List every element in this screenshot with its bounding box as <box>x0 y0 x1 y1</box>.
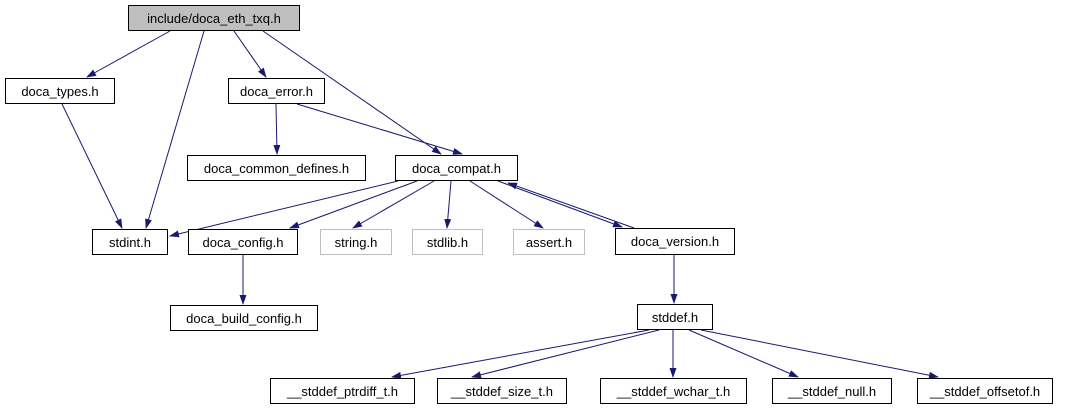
graph-node-stddef_wchar[interactable]: __stddef_wchar_t.h <box>600 378 747 404</box>
edge-doca_eth_txq-to-doca_error <box>233 30 267 78</box>
graph-node-stdint[interactable]: stdint.h <box>92 229 168 255</box>
graph-node-stddef_ptrdiff[interactable]: __stddef_ptrdiff_t.h <box>270 378 415 404</box>
graph-node-stddef_null[interactable]: __stddef_null.h <box>772 378 892 404</box>
graph-node-doca_config[interactable]: doca_config.h <box>188 229 298 255</box>
graph-node-doca_version[interactable]: doca_version.h <box>615 228 735 255</box>
edge-doca_compat-to-doca_config <box>289 180 418 229</box>
graph-node-assert: assert.h <box>513 229 585 255</box>
edge-stddef-to-stddef_offsetof <box>700 329 939 379</box>
graph-node-doca_error[interactable]: doca_error.h <box>228 78 325 104</box>
graph-node-stddef_offsetof[interactable]: __stddef_offsetof.h <box>917 378 1053 404</box>
edge-doca_compat-to-stdint <box>169 180 399 238</box>
edge-doca_error-to-doca_compat <box>296 103 463 155</box>
edge-doca_eth_txq-to-doca_compat <box>262 30 442 155</box>
edge-stddef-to-stddef_size <box>471 329 660 379</box>
edge-doca_eth_txq-to-doca_types <box>86 30 171 78</box>
graph-node-doca_build_config[interactable]: doca_build_config.h <box>170 305 318 331</box>
edge-stddef-to-stddef_null <box>688 329 799 378</box>
edge-doca_error-to-doca_common_defines <box>273 103 281 155</box>
edge-doca_compat-to-assert <box>469 180 544 229</box>
graph-node-doca_compat[interactable]: doca_compat.h <box>395 155 518 181</box>
edge-doca_eth_txq-to-stdint <box>145 30 205 229</box>
edge-doca_compat-to-stdlib <box>444 180 452 229</box>
edge-doca_compat-to-string <box>352 180 435 229</box>
graph-node-stdlib: stdlib.h <box>412 229 483 255</box>
graph-node-doca_types[interactable]: doca_types.h <box>5 78 115 104</box>
graph-node-doca_eth_txq: include/doca_eth_txq.h <box>128 5 300 31</box>
graph-node-stddef[interactable]: stddef.h <box>637 304 713 330</box>
edge-doca_compat-to-doca_version <box>497 180 623 228</box>
graph-node-stddef_size[interactable]: __stddef_size_t.h <box>437 378 567 404</box>
graph-node-doca_common_defines[interactable]: doca_common_defines.h <box>187 155 366 181</box>
edge-doca_types-to-stdint <box>61 103 123 229</box>
graph-node-string: string.h <box>320 229 392 255</box>
edge-stddef-to-stddef_ptrdiff <box>391 329 650 379</box>
edge-doca_version-to-doca_compat <box>507 182 635 229</box>
